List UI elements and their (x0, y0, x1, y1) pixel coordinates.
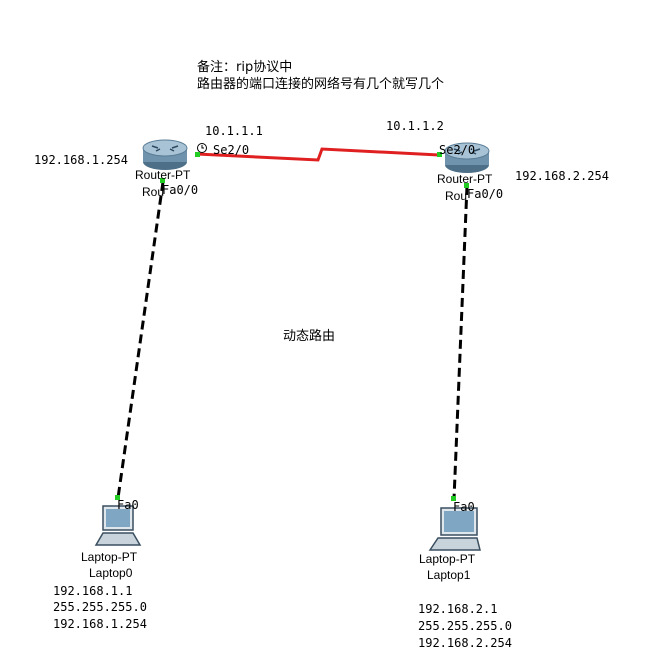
port-light-l1 (451, 496, 456, 501)
router-1-fast-port: Fa0/0 (467, 187, 504, 201)
laptop-1-name: Laptop1 (427, 568, 471, 582)
router-0-name: Rou (142, 185, 165, 199)
router-1-icon[interactable] (444, 142, 490, 173)
router-0-fast-port: Fa0/0 (162, 183, 199, 197)
laptop-0-type: Laptop-PT (81, 550, 138, 564)
center-label: 动态路由 (283, 329, 336, 344)
router-1-name: Rou (445, 189, 468, 203)
laptop-1-type: Laptop-PT (419, 552, 476, 566)
ethernet-link-0[interactable] (116, 181, 165, 499)
port-indicators (115, 152, 469, 501)
laptop-0-gateway: 192.168.1.254 (53, 617, 147, 631)
laptop-0-icon[interactable] (94, 505, 142, 546)
ethernet-link-1[interactable] (452, 185, 469, 500)
router-1-serial-ip: 10.1.1.2 (386, 119, 444, 133)
laptop-0-name: Laptop0 (89, 566, 133, 580)
router-0-type: Router-PT (135, 168, 191, 182)
laptop-0-port: Fa0 (117, 498, 139, 512)
laptop-0-ip: 192.168.1.1 (53, 584, 133, 598)
note-line-1: 备注：rip协议中 (197, 60, 293, 75)
router-0-lan-ip: 192.168.1.254 (34, 153, 128, 167)
port-light-r1-fa (464, 183, 469, 188)
laptop-1-ip: 192.168.2.1 (418, 602, 498, 616)
note-line-2: 路由器的端口连接的网络号有几个就写几个 (197, 77, 445, 92)
router-0-icon[interactable] (142, 139, 188, 170)
laptop-1-icon[interactable] (428, 507, 481, 551)
laptop-1-port: Fa0 (453, 500, 475, 514)
router-0-serial-port: Se2/0 (213, 143, 250, 157)
port-light-r0-se (195, 152, 200, 157)
laptop-1-gateway: 192.168.2.254 (418, 636, 512, 650)
port-light-r1-se (437, 152, 442, 157)
clock-icon (197, 143, 207, 153)
router-1-serial-port: Se2/0 (439, 143, 476, 157)
port-light-l0 (115, 495, 120, 500)
router-1-type: Router-PT (437, 172, 493, 186)
router-0-serial-ip: 10.1.1.1 (205, 124, 263, 138)
port-light-r0-fa (160, 178, 165, 183)
serial-link[interactable] (196, 147, 440, 162)
router-1-lan-ip: 192.168.2.254 (515, 169, 609, 183)
laptop-0-mask: 255.255.255.0 (53, 600, 147, 614)
laptop-1-mask: 255.255.255.0 (418, 619, 512, 633)
